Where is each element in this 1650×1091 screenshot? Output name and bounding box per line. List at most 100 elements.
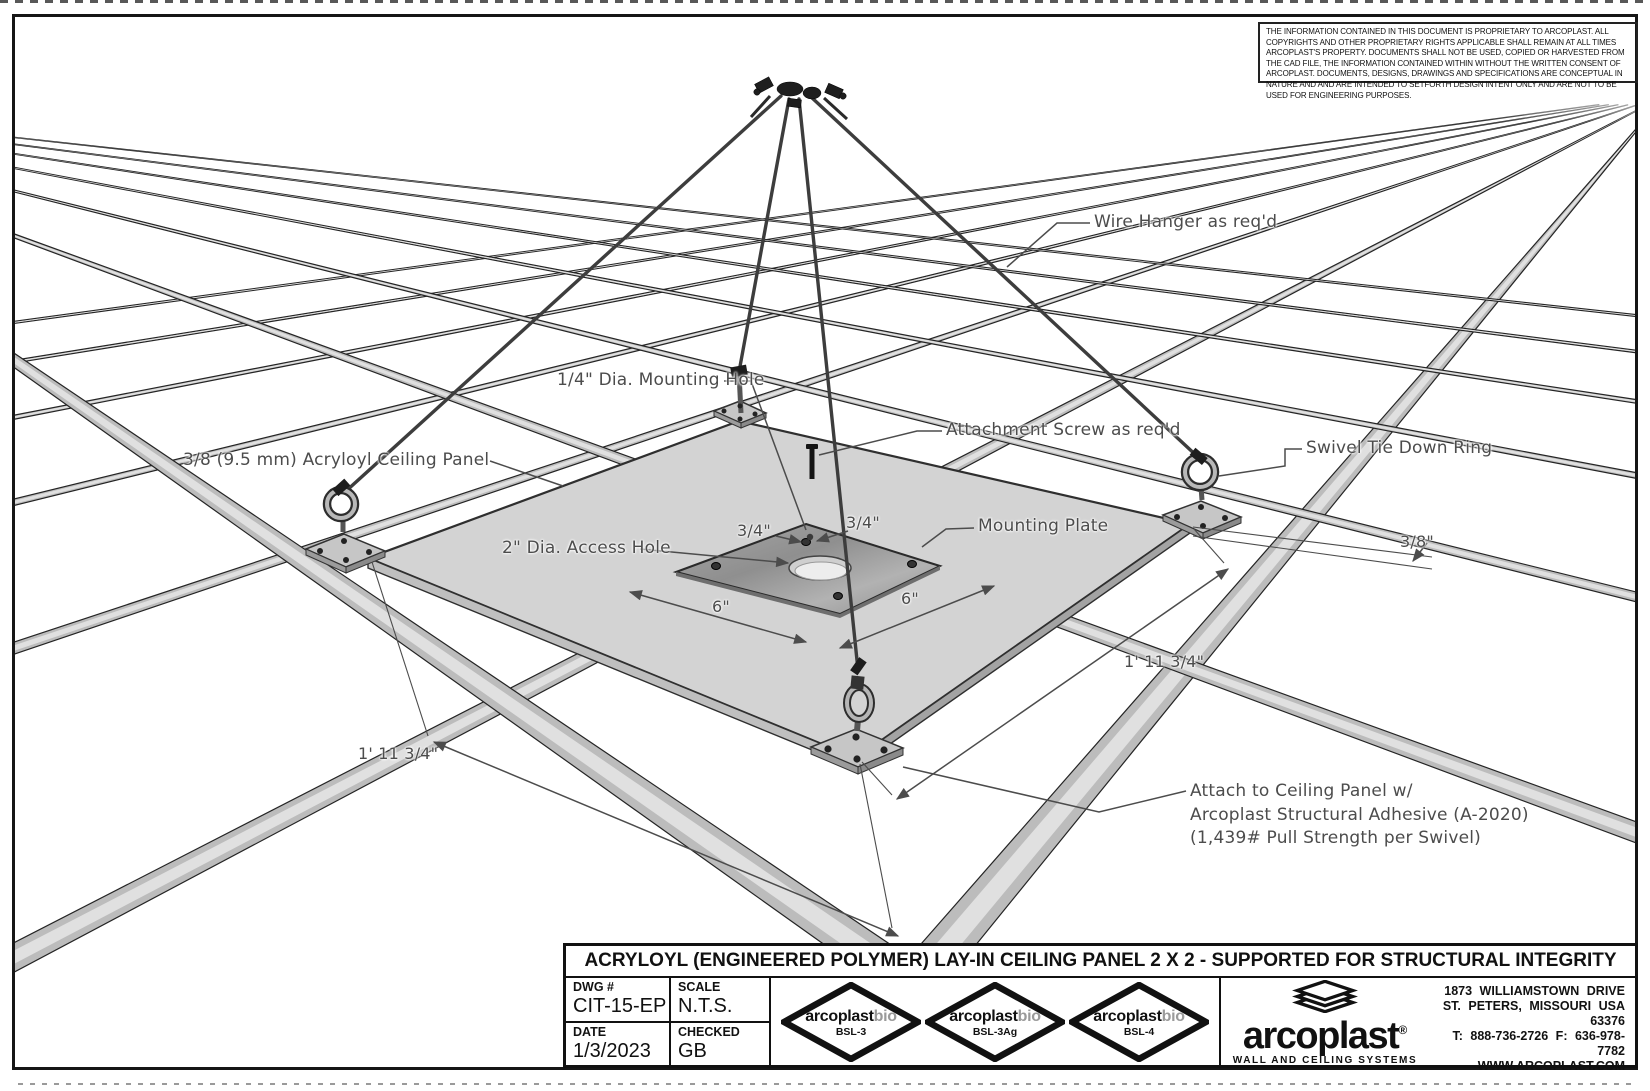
callout-wire-hanger: Wire Hanger as req'd (1094, 212, 1278, 232)
suspension-wires (343, 94, 1201, 672)
attachment-screw-shape (806, 444, 818, 479)
date-label: DATE (573, 1025, 607, 1039)
rear-mounting-post (712, 364, 768, 429)
wire-front (797, 97, 860, 672)
dim-label-six-right: 6" (901, 589, 919, 608)
dim-label-six-left: 6" (712, 597, 730, 616)
leader-mounting-hole (724, 380, 807, 531)
company-logo: arcoplast® WALL AND CEILING SYSTEMS (1221, 978, 1429, 1066)
dim-panel-right (895, 568, 1230, 800)
scan-artifact-top (0, 0, 1650, 3)
badge-brand-accent: bio (873, 1008, 897, 1025)
grid-bar (0, 105, 1650, 1091)
registered-mark: ® (1398, 1023, 1408, 1037)
arcoplastbio-badge-bsl3ag: arcoplastbio BSL-3Ag (925, 982, 1065, 1062)
callout-attachment-screw: Attachment Screw as req'd (946, 420, 1181, 440)
badge-model: BSL-4 (1123, 1026, 1155, 1038)
callout-ceiling-panel: 3/8 (9.5 mm) Acryloyl Ceiling Panel (183, 450, 490, 470)
wire-rear (737, 97, 791, 374)
leader-swivel-ring (1218, 448, 1302, 477)
arcoplastbio-badge-bsl4: arcoplastbio BSL-4 (1069, 982, 1209, 1062)
company-address: 1873 WILLIAMSTOWN DRIVE ST. PETERS, MISS… (1429, 978, 1635, 1073)
dim-label-three-quarter-left: 3/4" (737, 521, 771, 540)
scan-artifact-bottom (18, 1083, 1633, 1085)
address-line3: T: 888-736-2726 F: 636-978-7782 (1452, 1029, 1625, 1058)
attach-note-line1: Attach to Ceiling Panel w/ (1190, 781, 1413, 801)
badge-brand-accent: bio (1017, 1008, 1041, 1025)
leader-attach-note (902, 766, 1187, 813)
wire-right (808, 94, 1201, 460)
dim-label-three-quarter-right: 3/4" (846, 513, 880, 532)
diamond-icon (925, 982, 1065, 1062)
dim-label-panel-right: 1' 11 3/4" (1124, 652, 1205, 671)
dim-thickness-arrow (1412, 542, 1428, 563)
sheet-border-frame (12, 14, 1638, 1070)
grid-bar (0, 105, 1628, 1091)
dwg-number-cell: DWG # CIT-15-EP (566, 978, 669, 1023)
hanger-hardware (749, 76, 849, 121)
address-line1: 1873 WILLIAMSTOWN DRIVE (1444, 984, 1625, 998)
company-panel: arcoplast® WALL AND CEILING SYSTEMS 1873… (1221, 978, 1635, 1073)
dim-three-quarter-left (775, 534, 803, 545)
leader-ceiling-panel (489, 460, 564, 487)
layers-icon (1292, 980, 1358, 1013)
dimension-lines (371, 526, 1433, 937)
badge-model: BSL-3Ag (972, 1026, 1018, 1038)
dwg-number-value: CIT-15-EP (573, 995, 667, 1017)
swivel-ring-left (304, 478, 387, 574)
scale-label: SCALE (678, 980, 721, 994)
grid-bar (0, 105, 1599, 1091)
leader-attachment-screw (818, 430, 942, 456)
leader-access-hole (639, 548, 790, 568)
grid-bar (0, 107, 1650, 1091)
dim-label-panel-left: 1' 11 3/4" (358, 744, 439, 763)
grid-bar (0, 106, 1650, 1091)
dim-six-left (628, 590, 808, 644)
diamond-icon (1069, 982, 1209, 1062)
certification-badges: arcoplastbio BSL-3 arcoplastbio BSL-3Ag … (771, 978, 1221, 1066)
address-line2: ST. PETERS, MISSOURI USA 63376 (1442, 999, 1625, 1028)
date-value: 1/3/2023 (573, 1040, 651, 1062)
dim-panel-left (432, 741, 900, 937)
drawing-title: ACRYLOYL (ENGINEERED POLYMER) LAY-IN CEI… (566, 946, 1635, 978)
title-block-col-scale: SCALE N.T.S. CHECKED GB (671, 978, 771, 1066)
plate-screws (711, 538, 917, 600)
grid-bar (0, 106, 1650, 1091)
checked-cell: CHECKED GB (671, 1023, 769, 1066)
leader-wire-hanger (1006, 222, 1090, 268)
attach-note-line2: Arcoplast Structural Adhesive (A-2020) (1190, 804, 1529, 825)
grid-bar (0, 105, 1618, 1091)
leader-lines (489, 222, 1302, 813)
leader-mounting-plate (921, 527, 975, 548)
callout-mounting-plate: Mounting Plate (978, 516, 1109, 536)
date-cell: DATE 1/3/2023 (566, 1023, 669, 1066)
dim-three-quarter-right (815, 530, 849, 543)
badge-model: BSL-3 (835, 1026, 867, 1038)
grid-bar (0, 105, 1638, 1091)
callout-mounting-hole: 1/4" Dia. Mounting Hole (557, 370, 765, 390)
scale-value: N.T.S. (678, 995, 733, 1017)
scale-cell: SCALE N.T.S. (671, 978, 769, 1023)
grid-bar (0, 106, 1650, 1091)
title-block-col-dwg: DWG # CIT-15-EP DATE 1/3/2023 (566, 978, 671, 1066)
proprietary-notice: THE INFORMATION CONTAINED IN THIS DOCUME… (1258, 22, 1638, 100)
witness-lines (371, 526, 1433, 929)
grid-bar (0, 106, 1650, 1091)
wire-left (343, 94, 783, 494)
attach-note-line3: (1,439# Pull Strength per Swivel) (1190, 828, 1482, 848)
quarter-inch-mounting-hole (806, 533, 814, 541)
badge-brand: arcoplast (949, 1008, 1018, 1025)
badge-brand: arcoplast (805, 1008, 874, 1025)
callout-access-hole: 2" Dia. Access Hole (502, 538, 671, 558)
checked-label: CHECKED (678, 1025, 740, 1039)
diamond-icon (781, 982, 921, 1062)
callout-swivel-ring: Swivel Tie Down Ring (1306, 438, 1493, 458)
title-block-body: DWG # CIT-15-EP DATE 1/3/2023 SCALE N.T.… (566, 978, 1635, 1073)
grid-bar (0, 105, 1609, 1091)
company-website: WWW.ARCOPLAST.COM (1477, 1059, 1625, 1073)
badge-brand: arcoplast (1093, 1008, 1162, 1025)
badge-brand-accent: bio (1161, 1008, 1185, 1025)
dim-label-thickness: 3/8" (1400, 532, 1434, 551)
